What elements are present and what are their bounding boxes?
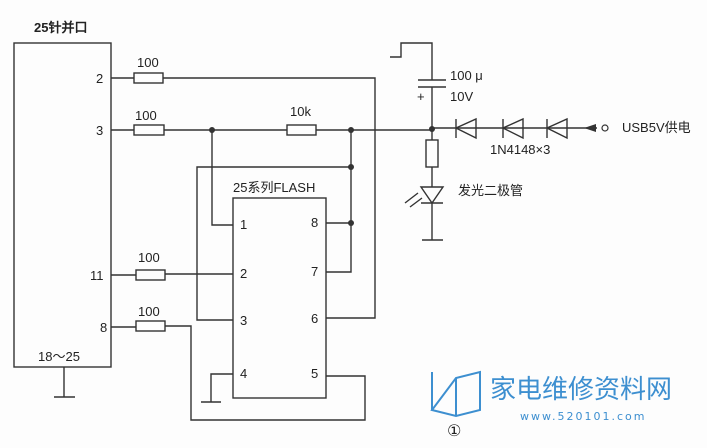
book-icon [430, 370, 481, 418]
figure-number: ① [447, 423, 461, 440]
junction-dot [348, 127, 354, 133]
ground-icon [54, 367, 75, 398]
chip-pin-8: 8 [311, 215, 318, 230]
resistor-10k [286, 124, 317, 136]
usb-terminal [601, 124, 609, 132]
chip-pin-4: 4 [240, 366, 247, 381]
capacitor [390, 42, 446, 129]
arrow-icon [584, 124, 596, 132]
chip-pin-7: 7 [311, 264, 318, 279]
port-pin-3: 3 [96, 123, 103, 138]
light-emission-icon [404, 192, 423, 208]
diode-icon [545, 117, 568, 140]
resistor-pin11-label: 100 [138, 250, 160, 265]
junction-dot [209, 127, 215, 133]
port-title: 25针并口 [34, 20, 87, 35]
resistor-pin8 [135, 320, 166, 332]
led-branch [419, 129, 445, 241]
chip-pin-5: 5 [311, 366, 318, 381]
chip-pin-6: 6 [311, 311, 318, 326]
resistor-pin11 [135, 269, 166, 281]
resistor-pin3 [133, 124, 165, 136]
wire-vcc [196, 130, 352, 321]
port-pin-8: 8 [100, 320, 107, 335]
junction-dot [348, 220, 354, 226]
logo-text: 家电维修资料网 [490, 375, 672, 405]
port-pin-2: 2 [96, 71, 103, 86]
diode-icon [501, 117, 524, 140]
resistor-led [425, 139, 439, 168]
power-label: USB5V供电 [622, 120, 691, 135]
chip-pin-3: 3 [240, 313, 247, 328]
port-pin-11: 11 [90, 268, 104, 283]
parallel-port-box [13, 42, 112, 368]
chip-label: 25系列FLASH [233, 180, 315, 195]
ground-icon [201, 373, 233, 403]
chip-pin-2: 2 [240, 266, 247, 281]
wire-pin11 [111, 273, 233, 276]
wire-pin8 [111, 325, 366, 421]
capacitor-value: 100 μ [450, 68, 483, 83]
capacitor-polarity: + [417, 89, 425, 104]
diode-icon [454, 117, 477, 140]
resistor-pin2-label: 100 [137, 55, 159, 70]
watermark-logo: 家电维修资料网 www.520101.com [430, 370, 672, 423]
led-label: 发光二极管 [458, 183, 523, 198]
logo-url: www.520101.com [520, 410, 646, 423]
resistor-pin8-label: 100 [138, 304, 160, 319]
junction-dot [348, 164, 354, 170]
diodes-label: 1N4148×3 [490, 142, 550, 157]
wire-pin2 [111, 77, 376, 319]
capacitor-voltage: 10V [450, 89, 473, 104]
resistor-pin2 [133, 72, 164, 84]
chip-pin-1: 1 [240, 217, 247, 232]
flash-chip [232, 197, 327, 399]
wire-chip-pin1 [211, 130, 233, 226]
resistor-pin3-label: 100 [135, 108, 157, 123]
resistor-10k-label: 10k [290, 104, 311, 119]
port-ground-pins: 18～25 [38, 349, 80, 364]
